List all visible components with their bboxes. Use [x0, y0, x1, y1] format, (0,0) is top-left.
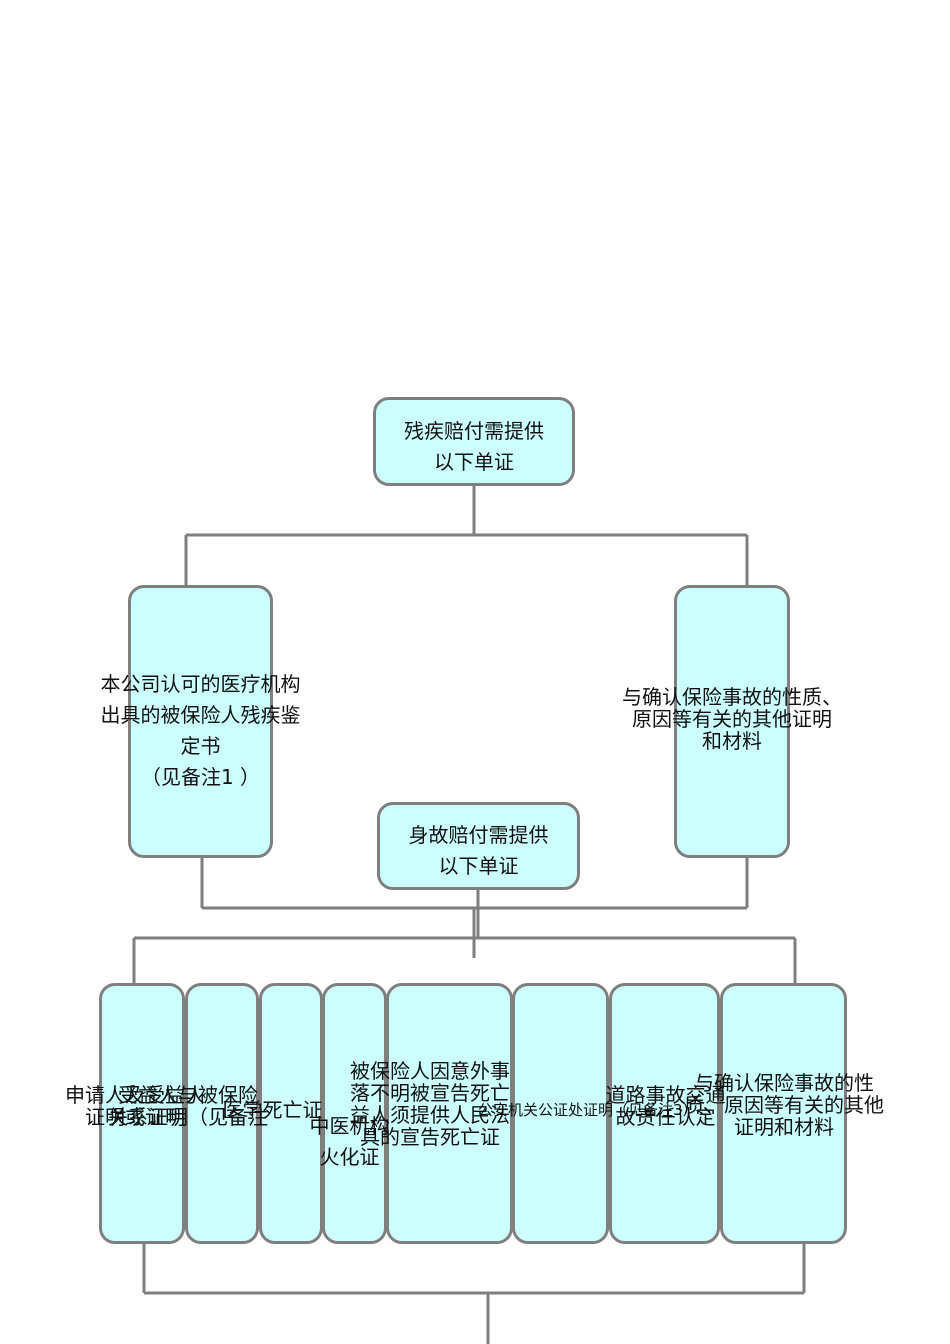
death-item-label: 道路事故交通 故责任认定 [605, 1083, 726, 1129]
death-item-label: 医学死亡证 [222, 1098, 323, 1122]
death-item-box [386, 983, 513, 1244]
death-item-label: 受益人与被保险 关系证明（见备注 [108, 1083, 268, 1129]
disability-item-label: 与确认保险事故的性质、 原因等有关的其他证明 和材料 [622, 685, 842, 753]
death-item-box [512, 983, 609, 1244]
disability-root-box [373, 397, 575, 486]
death-item-label: 公安机关公证处证明（见备注3） [478, 1101, 698, 1119]
death-item-label: 中医机构 火化证 [309, 1114, 390, 1169]
death-item-box [609, 983, 720, 1244]
death-item-label: 与确认保险事故的性 质、原因等有关的其他 证明和材料 [684, 1071, 884, 1139]
disability-item-box [128, 585, 273, 858]
death-item-box [322, 983, 387, 1244]
disability-item-box [674, 585, 790, 858]
death-item-label: 申请人及受益人 证明或证明 [65, 1083, 205, 1129]
death-item-box [720, 983, 847, 1244]
disability-item-label: 本公司认可的医疗机构 出具的被保险人残疾鉴 定书 （见备注1 ） [100, 672, 301, 789]
disability-root-label: 残疾赔付需提供 以下单证 [404, 419, 544, 474]
death-root-label: 身故赔付需提供 以下单证 [408, 823, 549, 878]
death-root-box [377, 802, 580, 890]
death-item-box [259, 983, 323, 1244]
death-item-label: 被保险人因意外事 落不明被宣告死亡 益人须提供人民法 具的宣告死亡证 [350, 1059, 510, 1149]
death-item-box [99, 983, 185, 1244]
death-item-box [185, 983, 259, 1244]
